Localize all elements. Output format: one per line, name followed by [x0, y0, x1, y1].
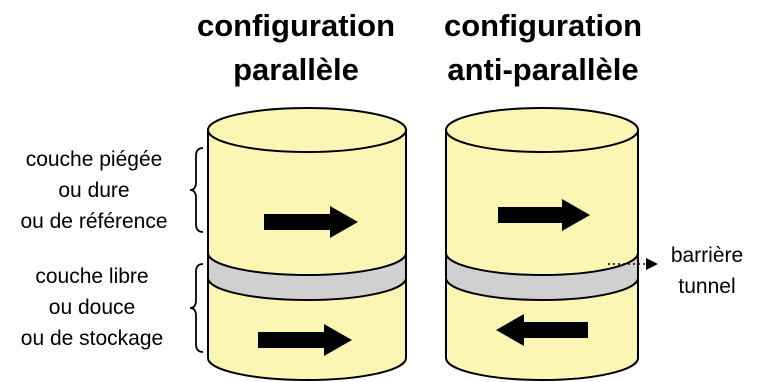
free-layer-label-line3: ou de stockage — [21, 327, 163, 350]
hard-layer-body — [207, 129, 407, 276]
arrow-left-icon — [496, 314, 588, 346]
barrier-label-line2: tunnel — [678, 275, 735, 298]
free-layer-body — [207, 277, 407, 381]
stack-parallel — [207, 107, 407, 381]
stack-antiparallel — [445, 107, 639, 381]
top-cap — [207, 107, 407, 153]
hard-layer-label-line3: ou de référence — [20, 210, 167, 233]
hard-layer-brace — [189, 147, 204, 233]
title-antiparallel-line2: anti-parallèle — [447, 52, 638, 87]
top-cap — [445, 107, 639, 153]
arrow-right-icon — [498, 199, 590, 231]
hard-layer-label-line1: couche piégée — [26, 148, 163, 171]
barrier-label-line1: barrière — [671, 244, 743, 267]
arrow-right-icon — [264, 206, 358, 238]
free-layer-label-line2: ou douce — [49, 296, 135, 319]
free-layer-brace — [189, 263, 204, 353]
arrow-right-icon — [258, 324, 352, 356]
hard-layer-label-line2: ou dure — [58, 179, 129, 202]
title-parallel-line2: parallèle — [233, 52, 359, 87]
title-parallel-line1: configuration — [197, 8, 395, 43]
hard-layer-body — [445, 129, 639, 276]
title-antiparallel-line1: configuration — [444, 8, 642, 43]
free-layer-label-line1: couche libre — [35, 265, 148, 288]
